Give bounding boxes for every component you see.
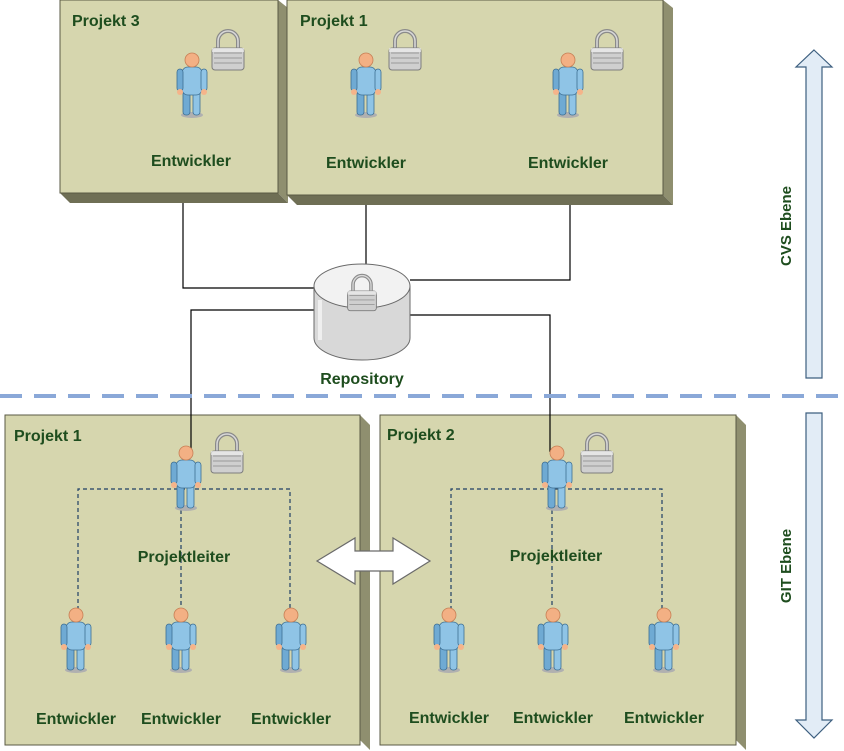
box-bottom-projekt2 (379, 414, 746, 750)
box-title-projekt1-bottom: Projekt 1 (14, 428, 82, 445)
cvs-level-label: CVS Ebene (778, 186, 795, 266)
developer-label: Entwickler (409, 710, 489, 727)
repository-connections (182, 203, 571, 452)
double-arrow-icon (315, 536, 432, 586)
git-level-arrow (794, 412, 834, 739)
cvs-level-arrow (794, 49, 834, 379)
box-title-projekt1-top: Projekt 1 (300, 13, 368, 30)
developer-label: Entwickler (513, 710, 593, 727)
developer-label: Entwickler (251, 711, 331, 728)
repository-label: Repository (320, 371, 404, 388)
lead-label: Projektleiter (510, 548, 602, 565)
box-top-projekt3 (59, 0, 288, 203)
repository-database-icon (313, 263, 411, 361)
box-title-projekt3: Projekt 3 (72, 13, 140, 30)
git-level-label: GIT Ebene (778, 529, 795, 603)
box-top-projekt1 (286, 0, 673, 205)
developer-label: Entwickler (624, 710, 704, 727)
developer-label: Entwickler (151, 153, 231, 170)
developer-label: Entwickler (528, 155, 608, 172)
hierarchy-lines-right (450, 488, 663, 610)
developer-label: Entwickler (326, 155, 406, 172)
lead-label: Projektleiter (138, 549, 230, 566)
developer-label: Entwickler (141, 711, 221, 728)
box-title-projekt2: Projekt 2 (387, 427, 455, 444)
developer-label: Entwickler (36, 711, 116, 728)
